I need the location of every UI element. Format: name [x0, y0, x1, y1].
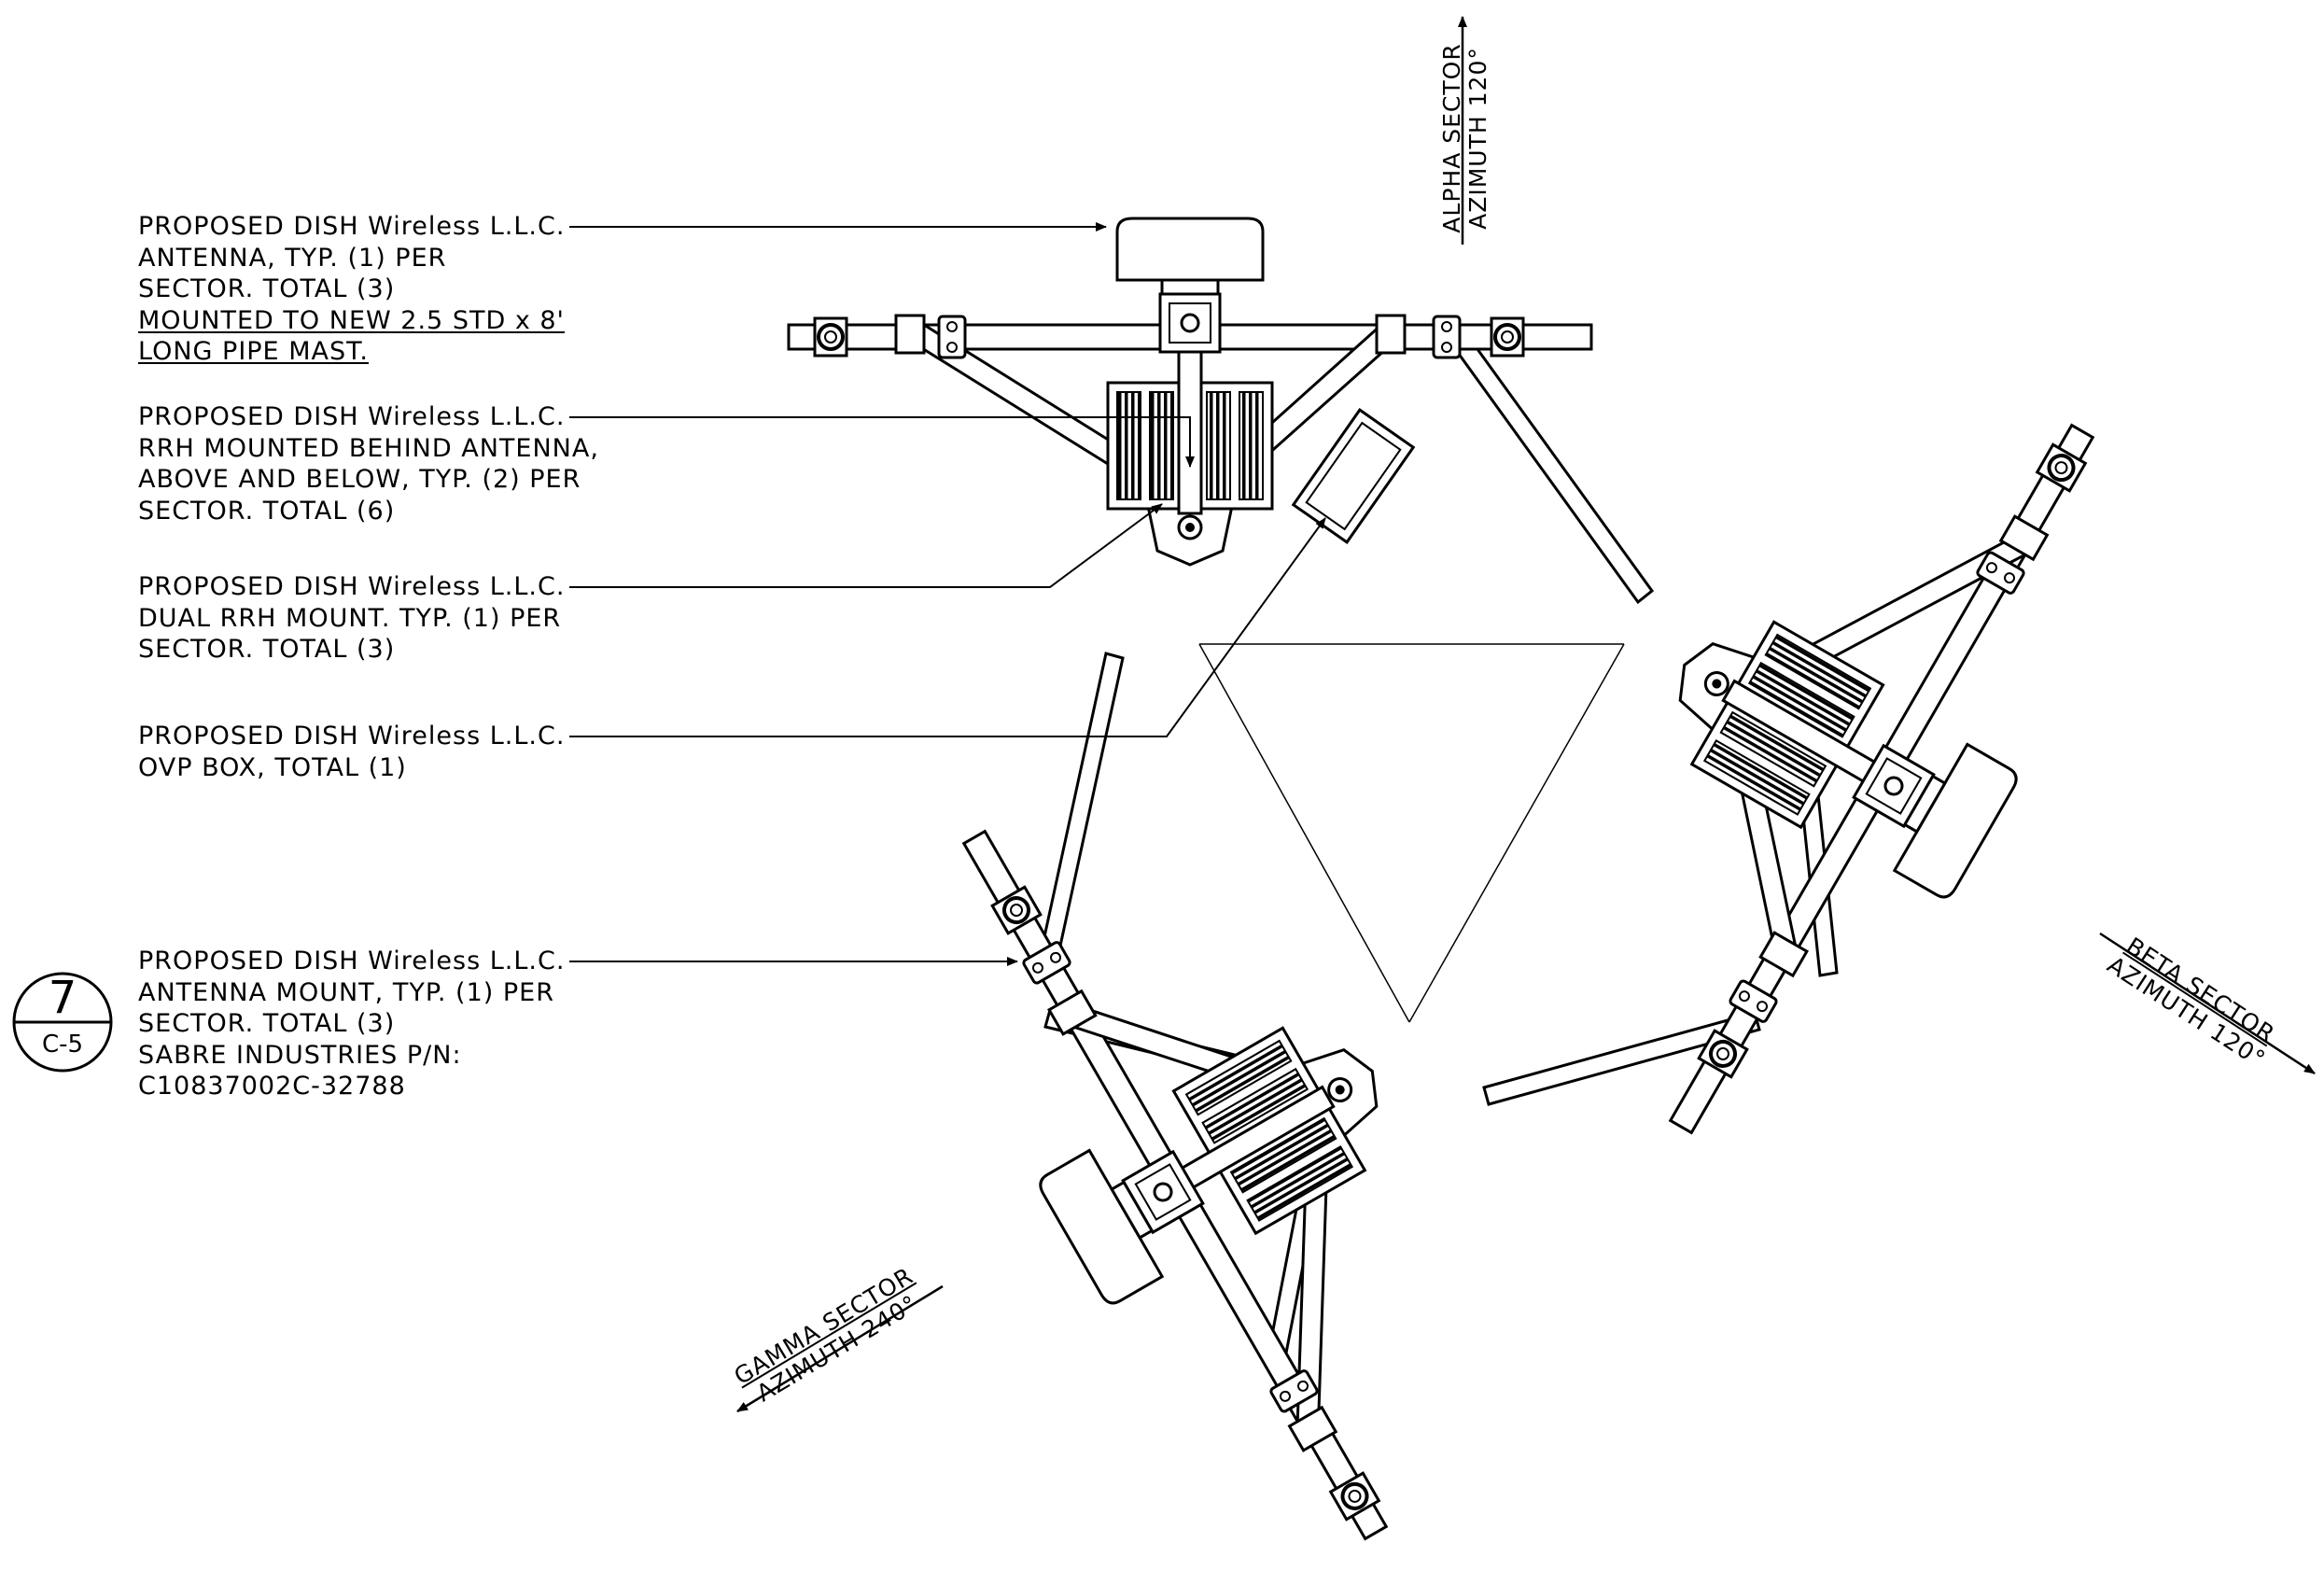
beta-sector-assembly — [1484, 317, 2185, 1185]
detail-tag-number: 7 — [48, 972, 77, 1024]
alpha-sector-label: ALPHA SECTOR AZIMUTH 120° — [1438, 43, 1491, 233]
leader-lines — [569, 222, 1326, 966]
detail-tag-circle — [12, 972, 113, 1073]
sector-arrows — [736, 16, 2316, 1413]
ovp-box — [1291, 408, 1416, 544]
callout-dual-rrh-mount: PROPOSED DISH Wireless L.L.C. DUAL RRH M… — [138, 572, 566, 664]
alpha-sector-assembly — [789, 218, 1591, 565]
gamma-sector-assembly — [872, 723, 1573, 1571]
callout-antenna-mount: PROPOSED DISH Wireless L.L.C. ANTENNA MO… — [138, 947, 566, 1101]
detail-tag-sheet: C-5 — [41, 1031, 84, 1059]
callout-rrh: PROPOSED DISH Wireless L.L.C. RRH MOUNTE… — [138, 402, 599, 526]
reference-triangle — [1198, 643, 1625, 1023]
callout-antenna: PROPOSED DISH Wireless L.L.C. ANTENNA, T… — [138, 212, 566, 366]
callout-ovp-box: PROPOSED DISH Wireless L.L.C. OVP BOX, T… — [138, 722, 566, 782]
